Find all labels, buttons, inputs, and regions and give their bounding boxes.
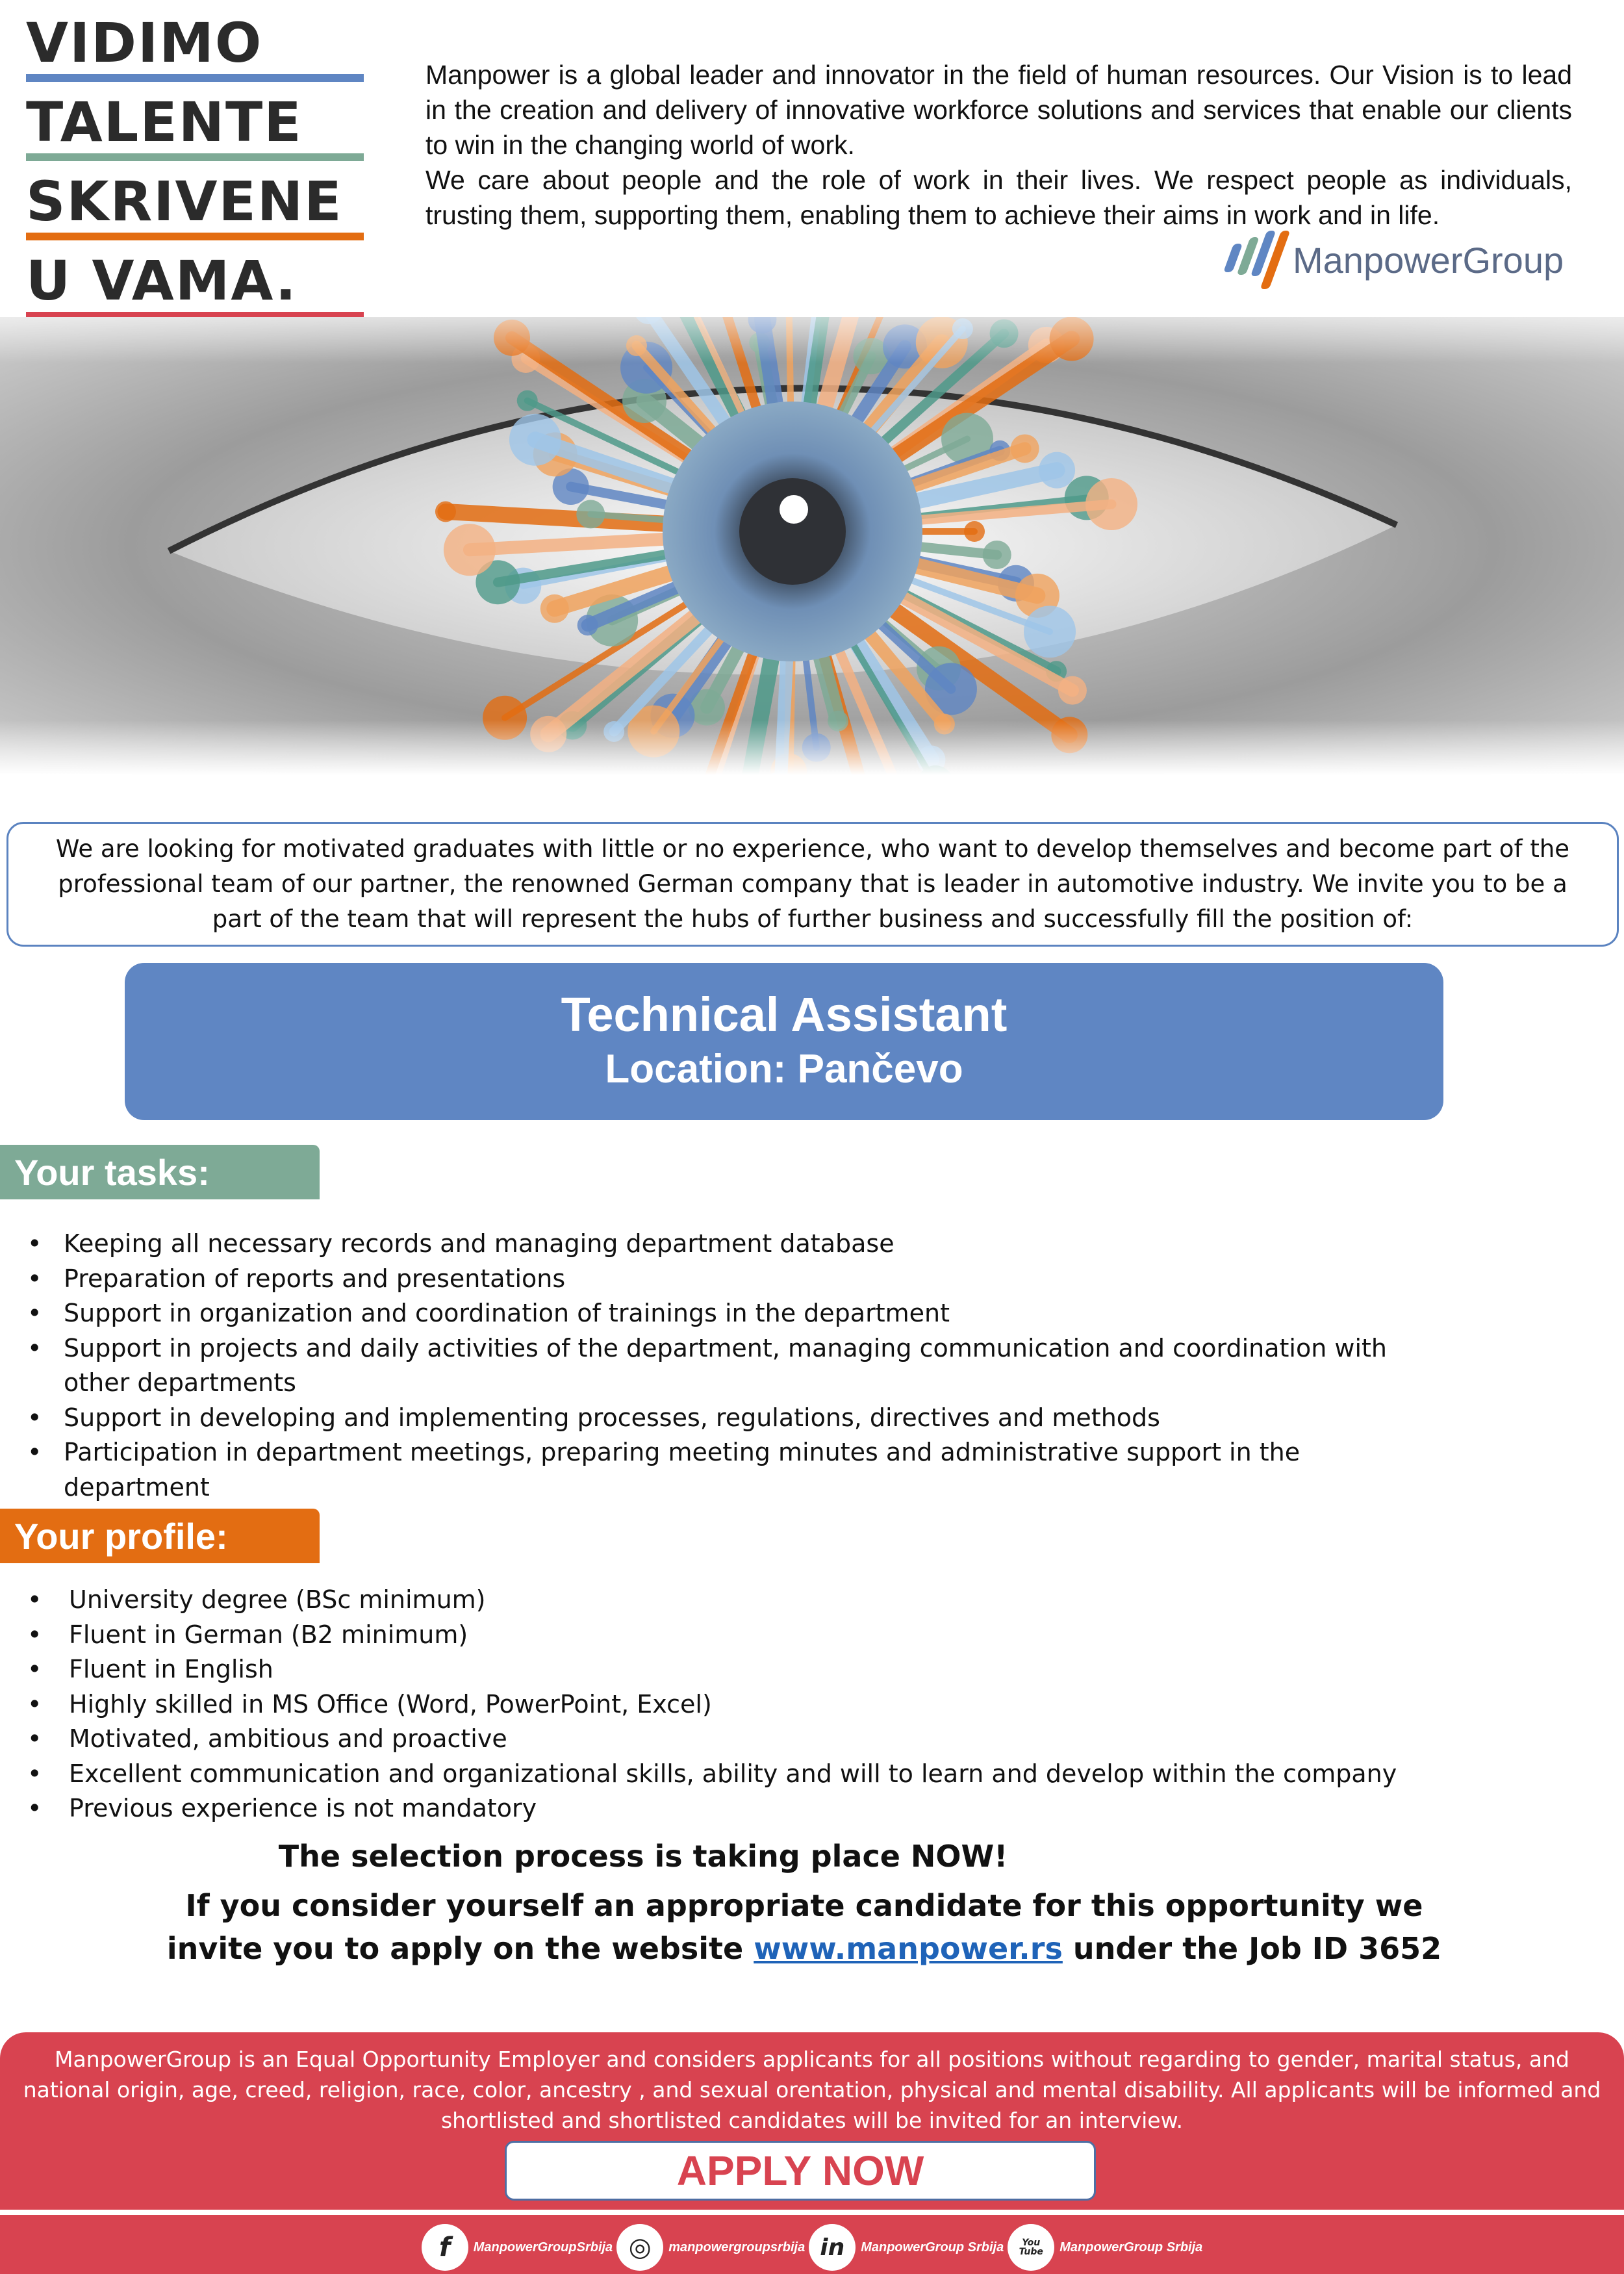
linkedin-icon: in [809,2224,856,2271]
list-item: Motivated, ambitious and proactive [27,1722,1456,1757]
brand-bar-1 [26,74,364,82]
list-item: Highly skilled in MS Office (Word, Power… [27,1687,1456,1722]
brand-bar-2 [26,153,364,161]
social-instagram[interactable]: ◎ manpowergroupsrbija [616,2224,805,2271]
social-linkedin[interactable]: in ManpowerGroup Srbija [809,2224,1004,2271]
social-youtube[interactable]: You Tube ManpowerGroup Srbija [1008,2224,1202,2271]
profile-heading: Your profile: [0,1509,320,1563]
website-link[interactable]: www.manpower.rs [754,1931,1063,1966]
list-item: Participation in department meetings, pr… [27,1435,1417,1505]
job-location: Location: Pančevo [605,1047,963,1092]
job-title-banner: Technical Assistant Location: Pančevo [125,963,1443,1120]
social-handle: ManpowerGroupSrbija [473,2240,613,2255]
brand-bar-3 [26,233,364,240]
cta-line-2: If you consider yourself an appropriate … [185,1888,1423,1923]
logo-text: ManpowerGroup [1293,239,1564,281]
social-links: f ManpowerGroupSrbija ◎ manpowergroupsrb… [0,2221,1624,2274]
instagram-icon: ◎ [616,2224,664,2271]
social-handle: manpowergroupsrbija [668,2240,806,2255]
intro-paragraph-2: We care about people and the role of wor… [425,165,1572,230]
list-item: Support in organization and coordination… [27,1296,1417,1331]
footer: ManpowerGroup is an Equal Opportunity Em… [0,2032,1624,2274]
list-item: University degree (BSc minimum) [27,1583,1456,1618]
brand-line-3: SKRIVENE [26,170,343,233]
job-title: Technical Assistant [561,988,1008,1041]
tasks-heading: Your tasks: [0,1145,320,1199]
brand-line-1: VIDIMO [26,11,263,75]
apply-now-button[interactable]: APPLY NOW [505,2141,1096,2201]
list-item: Keeping all necessary records and managi… [27,1227,1417,1262]
facebook-icon: f [421,2224,468,2271]
company-intro: Manpower is a global leader and innovato… [425,57,1572,233]
equal-opportunity-disclaimer: ManpowerGroup is an Equal Opportunity Em… [23,2047,1601,2133]
brand-line-2: TALENTE [26,90,303,154]
list-item: Support in developing and implementing p… [27,1401,1417,1436]
hero-eye-image [0,317,1624,775]
cta-line-3-prefix: invite you to apply on the website [166,1931,754,1966]
intro-callout: We are looking for motivated graduates w… [6,822,1619,947]
footer-divider [0,2210,1624,2215]
cta-line-3: invite you to apply on the website www.m… [0,1927,1616,1970]
list-item: Preparation of reports and presentations [27,1262,1417,1297]
list-item: Fluent in English [27,1652,1456,1687]
intro-paragraph-1: Manpower is a global leader and innovato… [425,60,1572,160]
profile-list: University degree (BSc minimum) Fluent i… [27,1583,1456,1826]
list-item: Previous experience is not mandatory [27,1791,1456,1826]
cta-line-3-suffix: under the Job ID 3652 [1062,1931,1442,1966]
brand-slogan: VIDIMO TALENTE SKRIVENE U VAMA. [26,12,364,329]
youtube-icon: You Tube [1008,2224,1055,2271]
tasks-list: Keeping all necessary records and managi… [27,1227,1417,1505]
cta-headline: The selection process is taking place NO… [278,1839,1008,1874]
brand-line-4: U VAMA. [26,249,298,313]
cta-apply-text: If you consider yourself an appropriate … [0,1884,1616,1970]
list-item: Fluent in German (B2 minimum) [27,1618,1456,1653]
social-facebook[interactable]: f ManpowerGroupSrbija [421,2224,613,2271]
logo-mark-icon [1217,231,1291,289]
manpowergroup-logo: ManpowerGroup [1223,231,1564,289]
list-item: Excellent communication and organization… [27,1757,1456,1792]
list-item: Support in projects and daily activities… [27,1331,1417,1401]
social-handle: ManpowerGroup Srbija [861,2240,1004,2255]
social-handle: ManpowerGroup Srbija [1059,2240,1203,2255]
